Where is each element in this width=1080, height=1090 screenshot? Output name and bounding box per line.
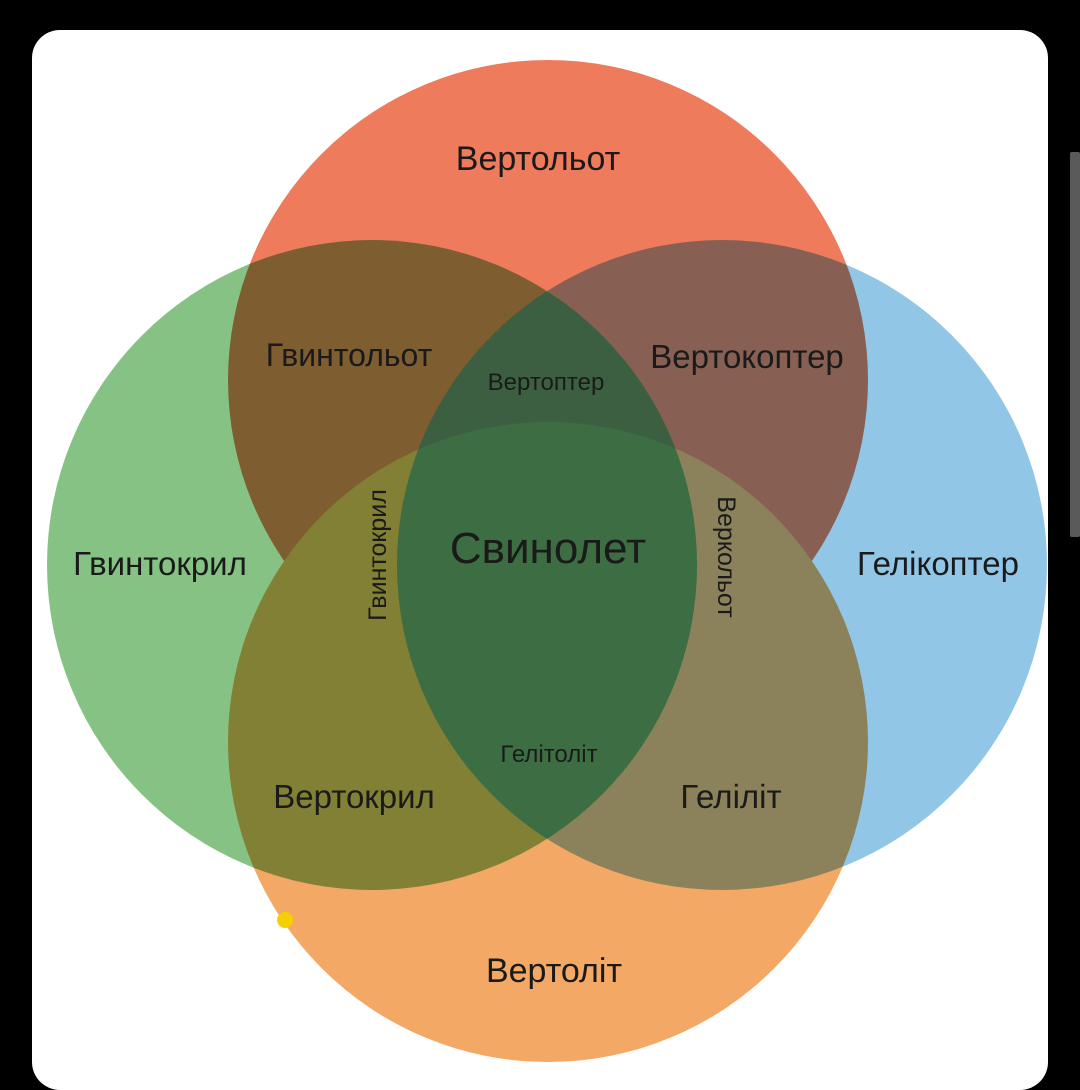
circle-right xyxy=(397,240,1047,890)
marker-dot xyxy=(277,912,293,928)
center-overlap-fill xyxy=(397,240,697,890)
label-all: Свинолет xyxy=(450,524,646,573)
label-top-right-bottom: Веркольот xyxy=(712,496,740,618)
label-left-right-bottom: Гелітоліт xyxy=(500,741,597,768)
label-top-left-right: Вертоптер xyxy=(488,369,605,396)
label-top-right: Вертокоптер xyxy=(650,338,844,375)
label-top-left: Гвинтольот xyxy=(266,337,433,373)
label-top-left-bottom: Гвинтокрил xyxy=(364,489,392,621)
label-bottom-right: Геліліт xyxy=(680,778,781,815)
label-right: Гелікоптер xyxy=(857,545,1019,582)
label-bottom-left: Вертокрил xyxy=(273,778,435,815)
label-top: Вертольот xyxy=(456,140,620,178)
label-left: Гвинтокрил xyxy=(73,545,247,582)
label-bottom: Вертоліт xyxy=(486,952,622,990)
scrollbar[interactable] xyxy=(1070,152,1080,537)
center-overlap xyxy=(397,240,697,890)
